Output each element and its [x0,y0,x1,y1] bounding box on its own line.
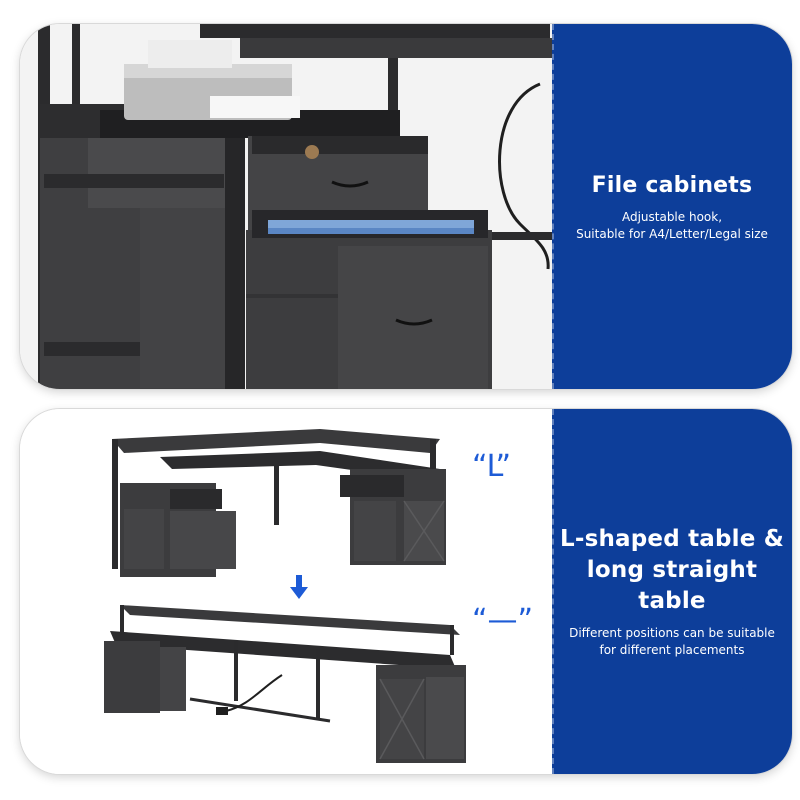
file-cabinets-subtitle: Adjustable hook, Suitable for A4/Letter/… [576,209,768,243]
desk-configurations-panel: “L” “—” L-shaped table & long straight t… [20,409,792,774]
straight-shape-label: “—” [472,603,534,638]
title-line: long straight table [586,557,758,614]
title-line: L-shaped table & [559,526,785,552]
subtitle-line: Suitable for A4/Letter/Legal size [576,226,768,241]
subtitle-line: Different positions can be suitable [569,626,775,640]
subtitle-line: Adjustable hook, [621,209,723,224]
desk-configurations-info: L-shaped table & long straight table Dif… [552,409,792,774]
desk-configurations-title: L-shaped table & long straight table [552,524,792,617]
l-shaped-desk-image [112,429,446,577]
file-cabinet-photo [20,24,552,389]
file-cabinets-title: File cabinets [591,172,753,198]
file-cabinets-info: File cabinets Adjustable hook, Suitable … [552,24,792,389]
file-cabinets-panel: File cabinets Adjustable hook, Suitable … [20,24,792,389]
l-shape-label: “L” [472,449,511,484]
desk-configurations-subtitle: Different positions can be suitable for … [569,625,775,659]
straight-desk-image [104,605,466,763]
subtitle-line: for different placements [599,643,745,657]
desk-configurations-illustration [20,409,552,774]
arrow-down-icon [290,575,308,599]
